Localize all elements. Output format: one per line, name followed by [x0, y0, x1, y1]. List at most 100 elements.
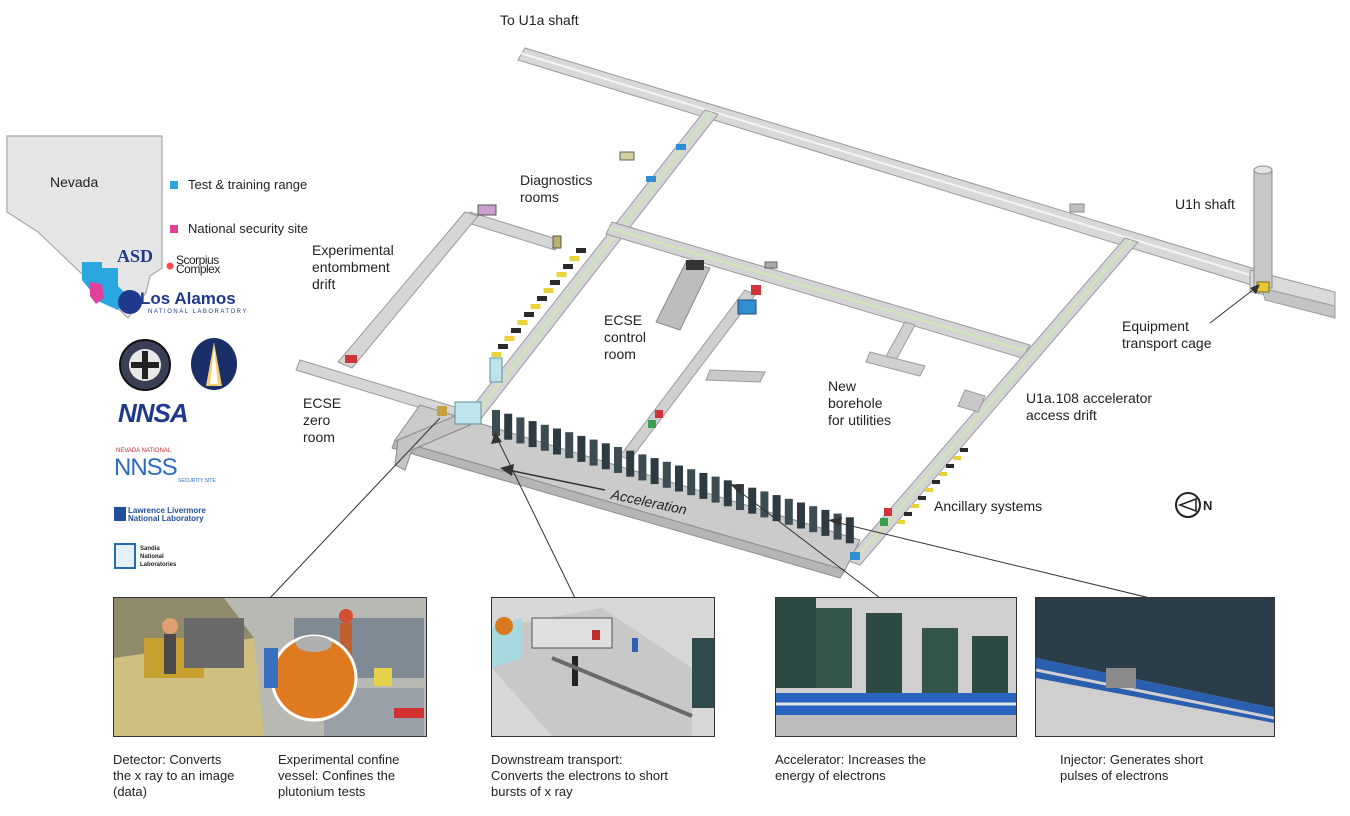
caption-injector: Injector: Generates short pulses of elec…	[1060, 752, 1204, 783]
test-training-range-patch	[82, 262, 128, 310]
nnss-logo-sub: SECURITY SITE	[178, 478, 216, 484]
legend-swatch-test-range	[170, 181, 178, 189]
access-drift-cell	[918, 496, 926, 500]
llnl-logo-1: Lawrence Livermore	[128, 506, 206, 515]
accelerator-cell	[516, 417, 525, 444]
caption-detector: Detector: Converts the x ray to an image…	[113, 752, 235, 799]
sandia-logo-mark	[114, 543, 136, 569]
nnss-logo: NNSS	[114, 454, 178, 481]
leader-downstream	[496, 437, 576, 599]
diagnostic-cell	[504, 336, 515, 341]
accelerator-cell	[845, 517, 854, 544]
accelerator-cell	[601, 443, 610, 470]
accelerator-cell	[687, 469, 696, 496]
diagnostic-cell	[491, 352, 502, 357]
label-to-u1a-shaft: To U1a shaft	[500, 12, 579, 28]
injector-render	[1036, 598, 1274, 736]
accelerator-cell	[711, 476, 720, 503]
accelerator-cell	[504, 413, 513, 440]
leader-detector	[269, 417, 441, 599]
panel-detector-vessel	[113, 597, 427, 737]
diagnostic-cell	[569, 256, 580, 261]
accelerator-cell	[809, 506, 818, 533]
accelerator-cell	[626, 450, 635, 477]
nevada-map	[6, 135, 163, 319]
accelerator-cell	[638, 454, 647, 481]
accelerator-cell	[528, 421, 537, 448]
accelerator-cell	[760, 491, 769, 518]
diagnostic-cells	[491, 248, 968, 524]
sandia-logo-3: Laboratories	[140, 562, 177, 568]
label-ecse-zero-room: ECSE zero room	[303, 395, 342, 445]
nnsa-logo: NNSA	[118, 398, 189, 428]
access-drift-cell	[911, 504, 919, 508]
llnl-logo-mark	[114, 507, 126, 521]
label-ecse-control-room: ECSE control room	[604, 312, 647, 362]
diagnostic-cell	[517, 320, 528, 325]
accelerator-cell	[736, 484, 744, 510]
label-diagnostics-rooms: Diagnostics rooms	[520, 172, 593, 205]
leader-equipment-cage	[1209, 285, 1259, 324]
caption-confine-vessel: Experimental confine vessel: Confines th…	[278, 752, 400, 799]
map-state-label: Nevada	[50, 174, 99, 190]
diagnostic-cell	[530, 304, 541, 309]
sandia-logo-1: Sandia	[140, 546, 160, 552]
legend-swatch-security-site	[170, 225, 178, 233]
accelerator-cell	[540, 424, 549, 451]
label-north: N	[1203, 498, 1213, 513]
entombment-drift-top	[464, 211, 561, 251]
access-drift-cell	[897, 520, 905, 524]
diagnostic-cell	[563, 264, 573, 269]
accelerator-cell	[553, 428, 561, 455]
diagnostic-cell	[524, 312, 534, 317]
access-drift-cell	[925, 488, 933, 492]
accelerator-cell	[797, 502, 805, 529]
diagnostic-cell	[543, 288, 554, 293]
accelerator-cell	[821, 509, 830, 536]
diagnostic-cell	[556, 272, 567, 277]
diagnostic-cell	[576, 248, 586, 253]
access-drift-cell	[904, 512, 912, 516]
legend-security-site: National security site	[188, 221, 308, 236]
downstream-render	[492, 598, 714, 736]
llnl-logo-2: National Laboratory	[128, 514, 204, 523]
borehole-stub	[884, 321, 916, 363]
accelerator-cells	[492, 410, 854, 544]
caption-accelerator: Accelerator: Increases the energy of ele…	[775, 752, 927, 783]
los-alamos-logo-mark	[118, 290, 142, 314]
label-equipment-transport-cage: Equipment transport cage	[1122, 318, 1212, 351]
accelerator-cell	[565, 432, 574, 459]
access-drift-cell	[960, 448, 968, 452]
accelerator-cell	[662, 461, 671, 488]
control-room-block	[655, 261, 711, 331]
accelerator-cell	[833, 513, 842, 540]
acceleration-arrow	[507, 469, 606, 491]
scorpius-site-marker	[165, 261, 175, 271]
leader-accelerator	[734, 487, 881, 599]
accelerator-hall	[394, 404, 861, 571]
map-overlap-text: Scorpius Complex	[176, 253, 220, 276]
national-security-site-patch	[90, 282, 104, 304]
panel-downstream-transport	[491, 597, 715, 737]
access-drift-cell	[932, 480, 940, 484]
diagnostic-cell	[498, 344, 508, 349]
diagnostic-cell	[537, 296, 547, 301]
panel-accelerator	[775, 597, 1017, 737]
accelerator-cell	[784, 498, 793, 525]
diagnostic-cell	[550, 280, 560, 285]
caption-downstream: Downstream transport: Converts the elect…	[491, 752, 669, 799]
label-new-borehole: New borehole for utilities	[828, 378, 892, 428]
accelerator-cell	[614, 447, 622, 473]
label-entombment-drift: Experimental entombment drift	[312, 242, 394, 292]
accelerator-cell	[577, 435, 586, 462]
accelerator-cell	[492, 410, 500, 436]
accelerator-cell	[699, 472, 708, 499]
seal-logo-2	[191, 338, 237, 390]
leader-injector	[834, 521, 1151, 599]
label-u1h-shaft: U1h shaft	[1175, 196, 1235, 212]
los-alamos-logo: Los Alamos	[140, 289, 236, 308]
accelerator-cell	[772, 495, 781, 522]
nnss-logo-top: NEVADA NATIONAL	[116, 448, 172, 454]
accelerator-render	[776, 598, 1016, 736]
